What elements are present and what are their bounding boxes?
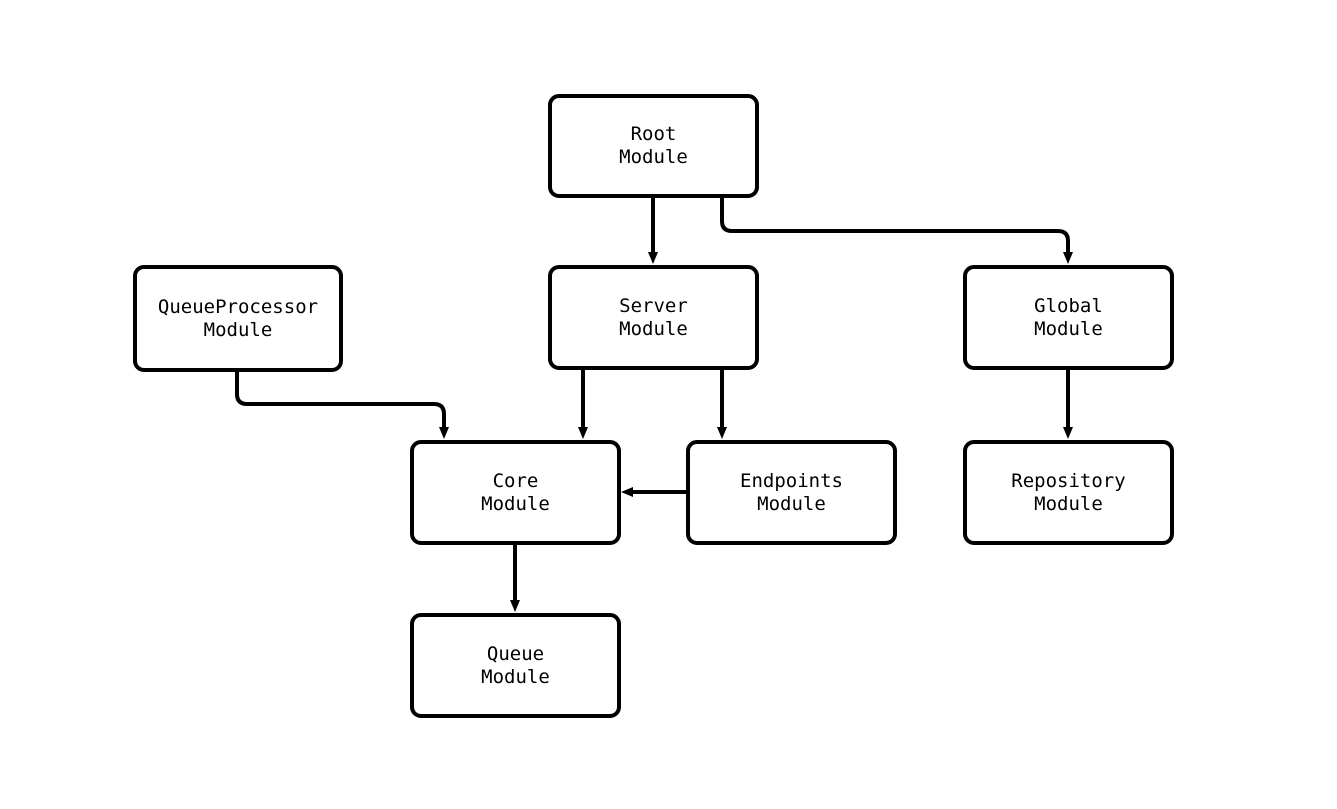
node-label: QueueProcessor Module bbox=[157, 295, 319, 341]
edge-root-global bbox=[720, 197, 1073, 264]
node-label: Root Module bbox=[619, 123, 688, 168]
node-core-module[interactable]: Core Module bbox=[410, 440, 621, 545]
node-root-module[interactable]: Root Module bbox=[548, 94, 759, 198]
node-server-module[interactable]: Server Module bbox=[548, 265, 759, 370]
node-endpoints-module[interactable]: Endpoints Module bbox=[686, 440, 897, 545]
node-label: Queue Module bbox=[481, 642, 550, 688]
edge-queueprocessor-core bbox=[235, 372, 449, 439]
node-label: Repository Module bbox=[1011, 469, 1126, 515]
node-label: Endpoints Module bbox=[740, 469, 843, 515]
node-global-module[interactable]: Global Module bbox=[963, 265, 1174, 370]
node-label: Global Module bbox=[1034, 294, 1103, 340]
node-label: Core Module bbox=[481, 469, 550, 515]
node-label: Server Module bbox=[619, 294, 688, 340]
node-queueprocessor-module[interactable]: QueueProcessor Module bbox=[133, 265, 343, 372]
node-repository-module[interactable]: Repository Module bbox=[963, 440, 1174, 545]
node-queue-module[interactable]: Queue Module bbox=[410, 613, 621, 718]
